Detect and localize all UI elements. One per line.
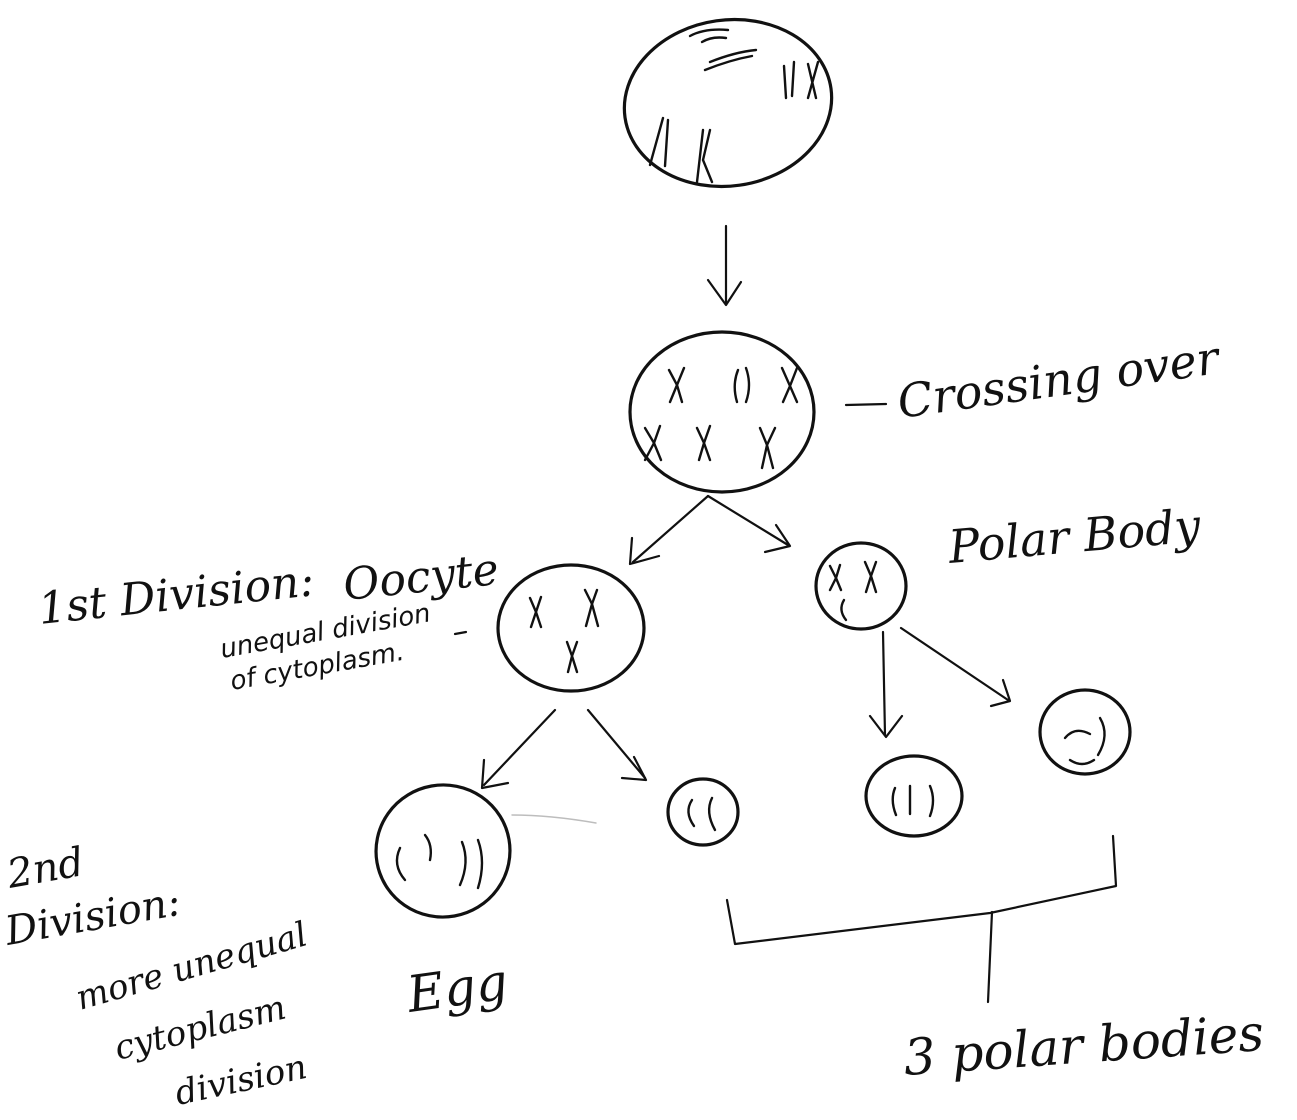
polar-body-label: Polar Body <box>945 498 1203 574</box>
arrows-to-first-division <box>628 494 792 566</box>
second-division-polar-body-3 <box>1038 688 1132 776</box>
egg-cell <box>374 783 512 919</box>
crossing-over-cell-chromosomes <box>643 366 799 470</box>
first-polar-body-chromosomes <box>828 560 878 622</box>
arrows-from-oocyte <box>480 708 648 790</box>
egg-label: Egg <box>403 952 512 1024</box>
crossing-over-label: Crossing over <box>894 330 1225 429</box>
original-cell <box>622 17 834 189</box>
second-division-polar-body-2 <box>864 754 964 838</box>
second-division-label-line1: 2nd <box>3 839 88 898</box>
egg-chromosomes <box>395 833 484 890</box>
crossing-over-annotation: Crossing over <box>844 330 1225 429</box>
arrows-from-polar-body <box>868 626 1012 739</box>
oocyte-cell <box>496 563 646 693</box>
original-cell-chromosomes <box>648 28 820 184</box>
second-division-annotation: 2nd Division: more unequal cytoplasm div… <box>1 839 312 1114</box>
three-polar-bodies-label: 3 polar bodies <box>902 1004 1266 1087</box>
faint-stroke <box>511 814 597 824</box>
division-label: division <box>172 1047 311 1114</box>
crossing-over-cell <box>628 330 816 494</box>
first-division-label: 1st Division: <box>36 555 317 635</box>
polar-bodies-bracket <box>725 834 1118 1004</box>
arrow-to-second-cell <box>706 224 743 307</box>
oocyte-chromosomes <box>528 588 600 674</box>
first-division-annotation: 1st Division: Oocyte unequal division of… <box>36 544 501 697</box>
first-polar-body-cell <box>814 541 908 631</box>
second-division-polar-body-1 <box>666 777 740 847</box>
